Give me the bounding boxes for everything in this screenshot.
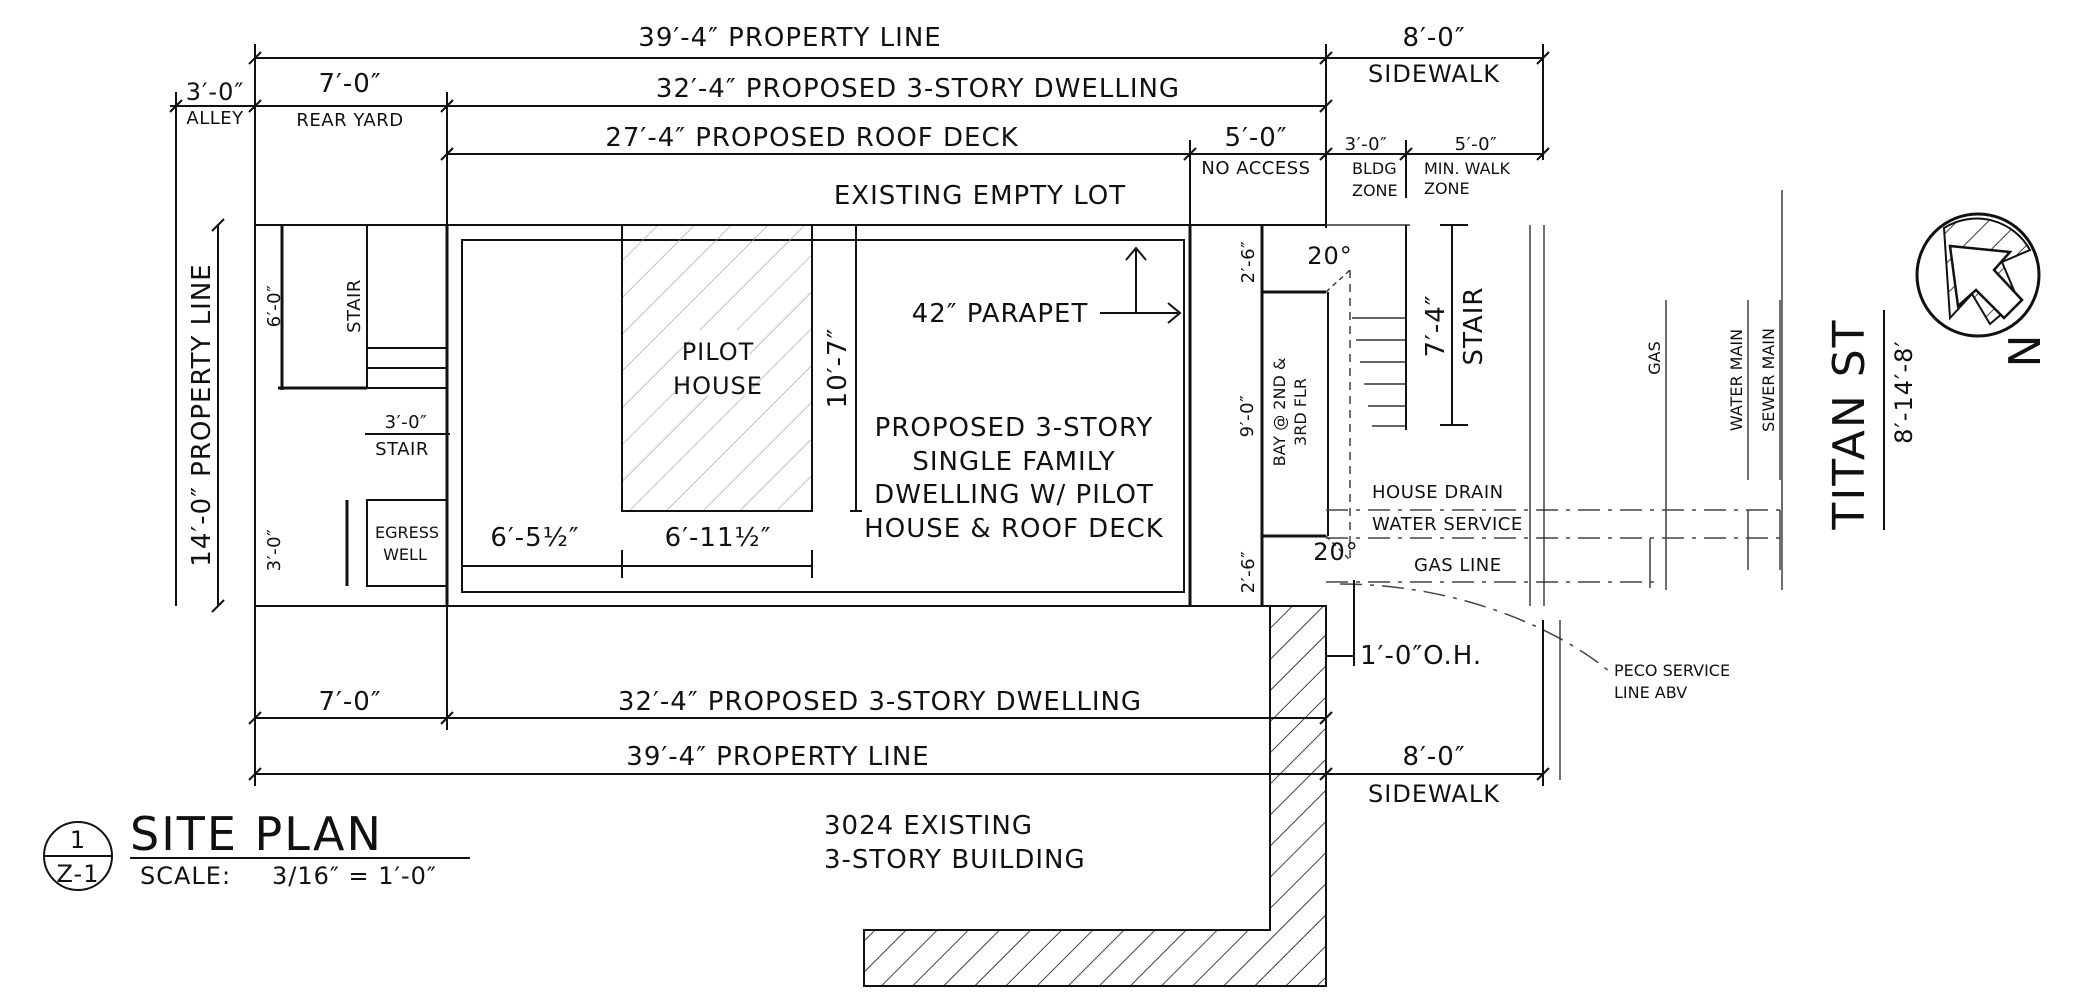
angle-top: 20°	[1307, 242, 1353, 270]
bay-line1: BAY @ 2ND &	[1270, 358, 1289, 467]
detail-number: 1	[70, 826, 86, 854]
pilot-house-line2: HOUSE	[673, 372, 763, 400]
interior-width-dims: 6′-5½″ 6′-11½″	[461, 523, 813, 578]
min-walk-dim: 5′-0″	[1455, 134, 1498, 155]
north-arrow-icon: N	[1915, 212, 2051, 368]
bottom-dwelling-dim: 32′-4″ PROPOSED 3-STORY DWELLING	[618, 687, 1142, 717]
bay-dim: 9′-0″	[1237, 395, 1258, 438]
egress-dim: 3′-0″	[264, 529, 285, 572]
neighbor-line1: 3024 EXISTING	[824, 811, 1033, 841]
gas-label: GAS	[1645, 341, 1664, 375]
rear-stair-label: STAIR	[344, 279, 365, 333]
bottom-property-line: 39′-4″ PROPERTY LINE	[626, 742, 929, 772]
front-stair: 7′-4″ STAIR	[1352, 224, 1489, 430]
egress-line2: WELL	[383, 545, 427, 564]
angle-bot: 20°	[1313, 538, 1359, 566]
rear-stair-dim: 6′-0″	[264, 285, 285, 328]
gas-line-label: GAS LINE	[1414, 555, 1502, 576]
scale-value: 3/16″ = 1′-0″	[272, 862, 437, 890]
parapet-callout: 42″ PARAPET	[912, 246, 1182, 329]
alley-label: ALLEY	[186, 108, 244, 129]
neighbor-building: 3024 EXISTING 3-STORY BUILDING	[824, 605, 1327, 987]
small-stair-dim: 3′-0″	[385, 412, 428, 433]
water-main-label: WATER MAIN	[1727, 329, 1746, 431]
bay-window: 9′-0″ BAY @ 2ND & 3RD FLR 2′-6″ 2′-6″ 20…	[1237, 225, 1359, 606]
sheet-number: Z-1	[57, 860, 100, 888]
title-block: 1 Z-1 SITE PLAN SCALE: 3/16″ = 1′-0″	[43, 807, 470, 891]
scale-label: SCALE:	[140, 862, 231, 890]
north-label: N	[2000, 333, 2051, 368]
dwelling-desc-line1: PROPOSED 3-STORY	[875, 413, 1154, 443]
pilot-depth-dim: 10′-7″	[823, 328, 853, 409]
existing-empty-lot-label: EXISTING EMPTY LOT	[834, 181, 1126, 211]
dwelling-desc-line3: DWELLING W/ PILOT	[874, 480, 1154, 510]
min-walk-line1: MIN. WALK	[1424, 159, 1510, 178]
bottom-sidewalk-dim: 8′-0″	[1402, 742, 1465, 772]
min-walk-line2: ZONE	[1424, 179, 1470, 198]
sewer-main-label: SEWER MAIN	[1759, 328, 1778, 432]
left-property-line-label: 14′-0″ PROPERTY LINE	[187, 263, 217, 566]
bottom-sidewalk-label: SIDEWALK	[1368, 780, 1500, 808]
utility-lines: HOUSE DRAIN WATER SERVICE GAS LINE PECO …	[1326, 482, 1781, 702]
bottom-rear-dim: 7′-0″	[318, 687, 381, 717]
bay-line2: 3RD FLR	[1291, 378, 1310, 446]
front-stair-label: STAIR	[1459, 287, 1489, 366]
rear-stair: 6′-0″ STAIR 3′-0″ STAIR	[264, 224, 450, 460]
egress-line1: EGRESS	[375, 523, 439, 542]
small-stair-label: STAIR	[375, 439, 429, 460]
overhang-dim: 1′-0″O.H.	[1326, 580, 1482, 671]
street: GAS WATER MAIN SEWER MAIN TITAN ST 8′-14…	[1529, 190, 1918, 780]
dwelling-desc-line2: SINGLE FAMILY	[912, 447, 1115, 477]
roof-deck-dim: 27′-4″ PROPOSED ROOF DECK	[605, 123, 1018, 153]
water-service-label: WATER SERVICE	[1372, 514, 1523, 535]
no-access-dim: 5′-0″	[1224, 123, 1287, 153]
top-dimensions: 39′-4″ PROPERTY LINE 8′-0″ SIDEWALK 3′-0…	[169, 23, 1550, 228]
dim-6-5-half: 6′-5½″	[490, 523, 579, 553]
rear-yard-label: REAR YARD	[296, 110, 403, 131]
bldg-zone-dim: 3′-0″	[1345, 134, 1388, 155]
pilot-house-line1: PILOT	[682, 338, 755, 366]
peco-line2: LINE ABV	[1614, 683, 1687, 702]
dim-6-11-half: 6′-11½″	[665, 523, 772, 553]
egress-well: 3′-0″ EGRESS WELL	[264, 499, 448, 587]
bldg-zone-line2: ZONE	[1352, 181, 1398, 200]
front-stair-dim: 7′-4″	[1421, 294, 1451, 357]
bldg-zone-line1: BLDG	[1352, 159, 1397, 178]
dwelling-desc-line4: HOUSE & ROOF DECK	[864, 514, 1164, 544]
alley-dim: 3′-0″	[186, 78, 245, 106]
pilot-house: PILOT HOUSE 10′-7″	[621, 224, 862, 512]
overhang-label: 1′-0″O.H.	[1360, 641, 1482, 671]
top-sidewalk-dim: 8′-0″	[1402, 23, 1465, 53]
street-width: 8′-14′-8′	[1890, 340, 1918, 444]
left-property-dim: 14′-0″ PROPERTY LINE	[175, 218, 225, 613]
street-name: TITAN ST	[1824, 318, 1875, 530]
top-property-line-label: 39′-4″ PROPERTY LINE	[638, 23, 941, 53]
top-sidewalk-label: SIDEWALK	[1368, 60, 1500, 88]
top-dwelling-dim: 32′-4″ PROPOSED 3-STORY DWELLING	[656, 74, 1180, 104]
rear-yard-dim: 7′-0″	[318, 69, 381, 99]
drawing-title: SITE PLAN	[130, 807, 383, 861]
house-drain-label: HOUSE DRAIN	[1372, 482, 1504, 503]
no-access-label: NO ACCESS	[1201, 158, 1310, 179]
peco-line1: PECO SERVICE	[1614, 661, 1730, 680]
dwelling-description: PROPOSED 3-STORY SINGLE FAMILY DWELLING …	[864, 413, 1164, 544]
bay-bot-dim: 2′-6″	[1238, 551, 1259, 594]
bottom-dimensions: 7′-0″ 32′-4″ PROPOSED 3-STORY DWELLING 3…	[248, 606, 1550, 808]
bay-top-dim: 2′-6″	[1238, 241, 1259, 284]
neighbor-line2: 3-STORY BUILDING	[824, 845, 1086, 875]
parapet-label: 42″ PARAPET	[912, 299, 1089, 329]
